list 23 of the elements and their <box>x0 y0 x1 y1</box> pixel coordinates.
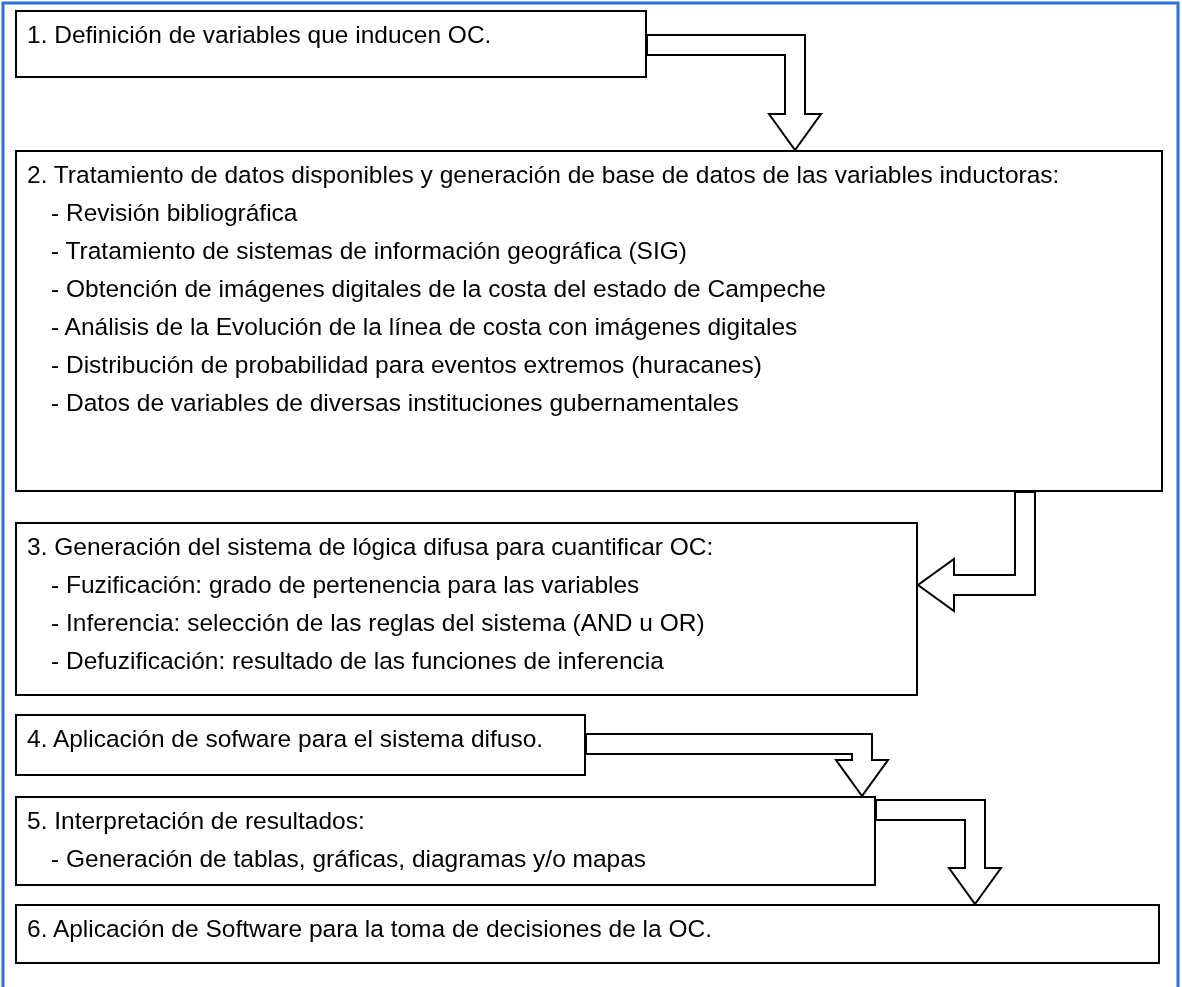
list-item: - Defuzificación: resultado de las funciones de inferencia <box>50 646 665 676</box>
list-item: - Distribución de probabilidad para eventos extremos (huracanes) <box>50 350 763 380</box>
list-item: - Datos de variables de diversas instituciones gubernamentales <box>50 388 740 418</box>
block-arrow <box>916 491 1036 613</box>
list-item: - Revisión bibliográfica <box>50 198 299 228</box>
list-item: - Inferencia: selección de las reglas del sistema (AND u OR) <box>50 608 706 638</box>
process-box <box>15 522 918 696</box>
process-box <box>15 150 1163 492</box>
list-item: - Fuzificación: grado de pertenencia para las variables <box>50 570 641 600</box>
box-heading: 3. Generación del sistema de lógica difusa para cuantificar OC: <box>27 532 715 562</box>
list-item: - Tratamiento de sistemas de información geográfica (SIG) <box>50 236 688 266</box>
process-box: 6. Aplicación de Software para la toma de decisiones de la OC. <box>15 904 1160 964</box>
process-box: 4. Aplicación de sofware para el sistema difuso. <box>15 714 586 776</box>
list-item: - Obtención de imágenes digitales de la costa del estado de Campeche <box>50 274 827 304</box>
list-item: - Análisis de la Evolución de la línea de costa con imágenes digitales <box>50 312 799 342</box>
block-arrow <box>585 733 890 798</box>
process-box <box>15 796 876 886</box>
box-heading: 2. Tratamiento de datos disponibles y generación de base de datos de las variables inductoras: <box>27 160 1061 190</box>
process-box: 1. Definición de variables que inducen OC. <box>15 10 647 78</box>
block-arrow <box>875 799 1003 906</box>
box-heading: 5. Interpretación de resultados: <box>27 806 366 836</box>
list-item: - Generación de tablas, gráficas, diagramas y/o mapas <box>50 844 648 874</box>
block-arrow <box>646 34 823 152</box>
